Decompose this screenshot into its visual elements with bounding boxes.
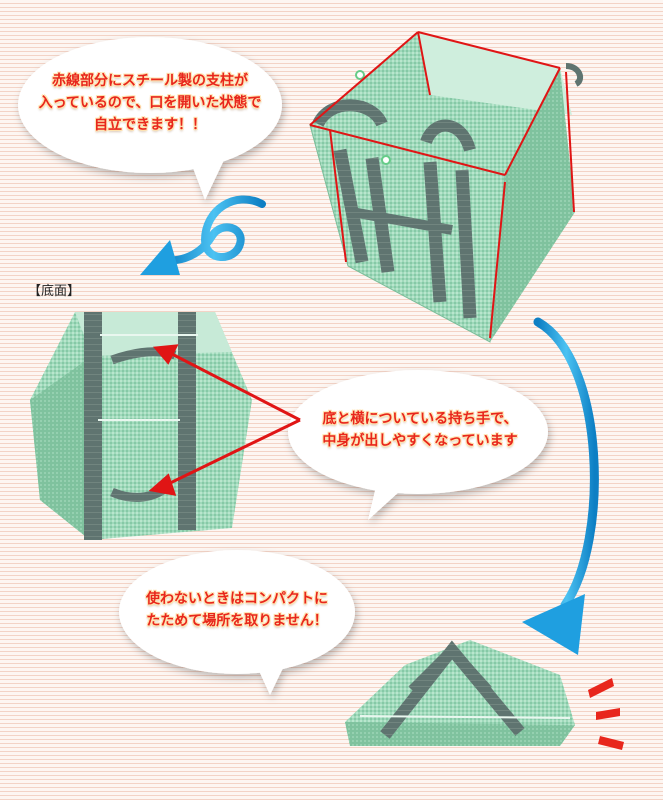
callout-middle-line1: 底と横についている持ち手で、 (322, 411, 518, 427)
callout-bottom-line1: 使わないときはコンパクトに (146, 591, 328, 607)
bottom-view-bag-image (30, 312, 252, 540)
callout-bottom-line2: たためて場所を取りません！ (146, 613, 328, 629)
large-curve-arrow (522, 317, 599, 655)
open-bag-image (309, 31, 584, 343)
callout-bottom-text: 使わないときはコンパクトに たためて場所を取りません！ (137, 588, 337, 632)
speech-bubble-bottom (119, 550, 355, 695)
pointer-arrows (148, 344, 301, 496)
emphasis-marks (588, 678, 624, 750)
speech-bubble-middle (288, 370, 548, 520)
bottom-view-label: 【底面】 (28, 284, 81, 299)
callout-top-line2: 入っているので、口を開いた状態で (38, 95, 262, 111)
callout-top-text: 赤線部分にスチール製の支柱が 入っているので、口を開いた状態で 自立できます！！ (30, 70, 270, 136)
frame-lines (309, 31, 575, 339)
folded-bag-image (345, 640, 575, 746)
speech-bubble-top (18, 37, 282, 200)
callout-middle-line2: 中身が出しやすくなっています (322, 433, 518, 449)
callout-top-line3: 自立できます！！ (94, 117, 206, 133)
callout-top-line1: 赤線部分にスチール製の支柱が (52, 73, 248, 89)
curly-arrow (140, 195, 266, 275)
callout-middle-text: 底と横についている持ち手で、 中身が出しやすくなっています (300, 408, 540, 452)
